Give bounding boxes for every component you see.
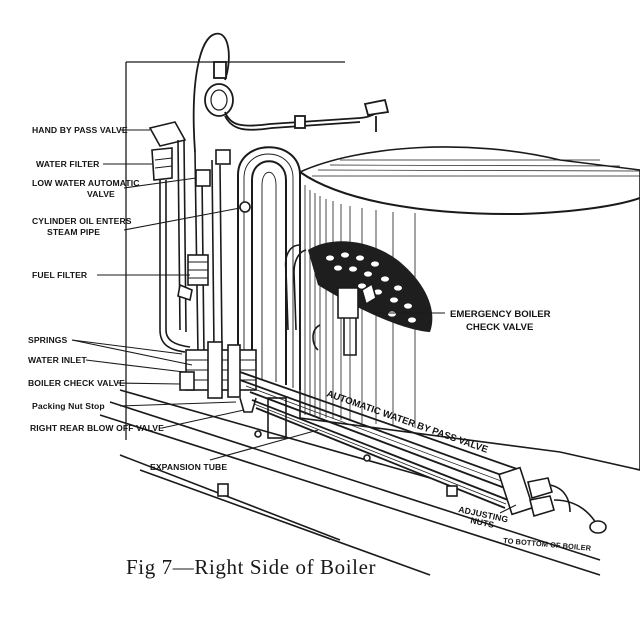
- label-emergency-line1: EMERGENCY BOILER: [450, 309, 551, 320]
- label-low-water-line1: LOW WATER AUTOMATIC: [32, 178, 140, 188]
- label-emergency-line2: CHECK VALVE: [466, 322, 534, 333]
- fuel-filter: [177, 254, 209, 302]
- label-right-rear-blow-off: RIGHT REAR BLOW OFF VALVE: [30, 423, 164, 433]
- label-hand-bypass-valve: HAND BY PASS VALVE: [32, 125, 128, 135]
- steam-pipe: [237, 146, 301, 390]
- label-boiler-check-valve: BOILER CHECK VALVE: [28, 378, 125, 388]
- leader-lines: [71, 129, 517, 514]
- label-low-water-line2: VALVE: [87, 189, 115, 199]
- label-to-bottom: TO BOTTOM OF BOILER: [503, 536, 592, 553]
- figure-caption: Fig 7—Right Side of Boiler: [126, 555, 376, 579]
- label-water-filter: WATER FILTER: [36, 159, 100, 169]
- chassis-rail: [99, 389, 601, 576]
- adjusting-nuts: [498, 466, 607, 534]
- frame-lines: [125, 61, 345, 440]
- label-packing-nut-stop: Packing Nut Stop: [32, 401, 105, 411]
- left-valve-column: [148, 121, 251, 356]
- label-cylinder-oil-line1: CYLINDER OIL ENTERS: [32, 216, 132, 226]
- label-expansion-tube: EXPANSION TUBE: [150, 462, 227, 472]
- label-cylinder-oil-line2: STEAM PIPE: [47, 227, 100, 237]
- upper-piping: [192, 32, 390, 153]
- label-fuel-filter: FUEL FILTER: [32, 270, 88, 280]
- bypass-tubes: [239, 371, 521, 509]
- label-water-inlet: WATER INLET: [28, 355, 87, 365]
- label-springs: SPRINGS: [28, 335, 68, 345]
- label-adjusting-line2: NUTS: [470, 515, 496, 530]
- check-valve-assembly: [179, 341, 287, 439]
- right-piping: [284, 244, 377, 356]
